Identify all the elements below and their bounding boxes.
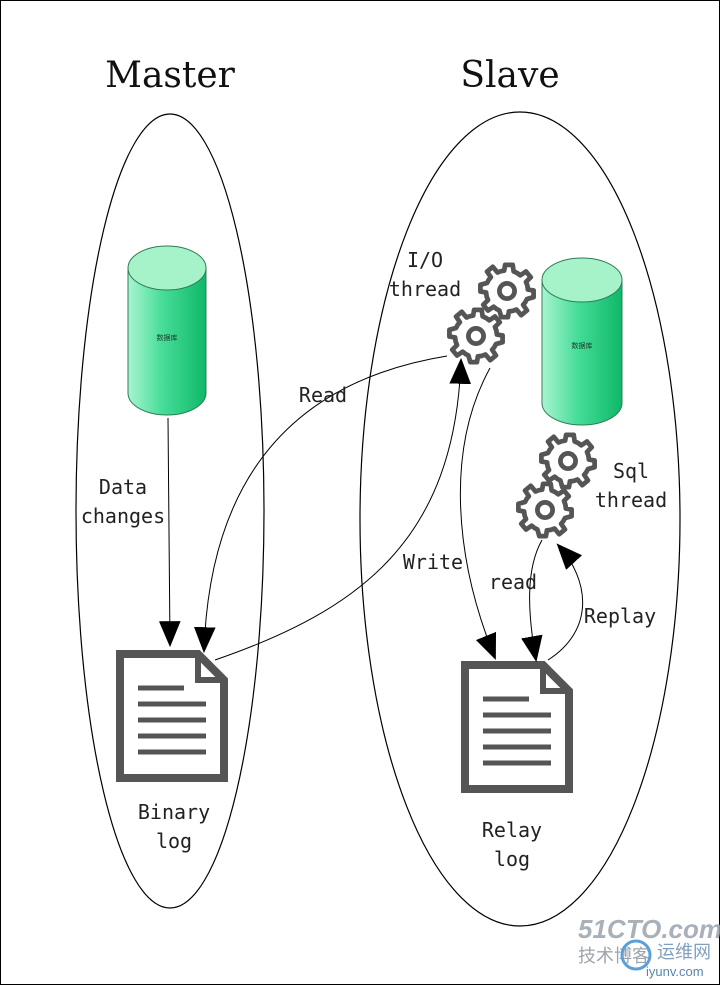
master-title: Master xyxy=(105,55,236,96)
relay-log-document-icon xyxy=(465,665,569,789)
read-arrow-label: Read xyxy=(299,383,347,407)
read-relay-arrow-label: read xyxy=(489,570,537,594)
write-arrow-label: Write xyxy=(403,550,463,574)
svg-text:log: log xyxy=(156,829,192,853)
master-database-label: 数据库 xyxy=(157,333,178,342)
watermark-url: iyunv.com xyxy=(646,964,704,979)
replay-arrow xyxy=(547,543,584,661)
watermark-ops: 运维网 xyxy=(657,942,711,963)
master-ellipse xyxy=(75,113,265,909)
watermark-logo: 51CTO.com 技术博客 运维网 iyunv.com xyxy=(578,914,720,979)
master-database-icon: 数据库 xyxy=(127,245,207,416)
svg-text:Sql: Sql xyxy=(613,459,649,483)
sql-thread-label: Sql thread xyxy=(595,459,667,512)
read-binlog-arrow xyxy=(193,355,448,654)
read-relay-arrow xyxy=(521,539,543,663)
slave-database-label: 数据库 xyxy=(572,341,593,350)
svg-text:log: log xyxy=(494,847,530,871)
data-changes-label: Data changes xyxy=(81,475,165,528)
watermark-circle-icon xyxy=(620,939,652,971)
relay-log-label: Relay log xyxy=(482,818,542,871)
data-changes-arrow xyxy=(158,417,181,648)
slave-title: Slave xyxy=(460,55,559,96)
binary-log-document-icon xyxy=(120,654,224,778)
write-relay-arrow xyxy=(459,367,497,661)
watermark-blog: 技术博客 xyxy=(578,946,650,967)
svg-text:changes: changes xyxy=(81,504,165,528)
replay-arrow-label: Replay xyxy=(584,604,656,628)
slave-ellipse xyxy=(359,111,681,927)
io-thread-label: I/O thread xyxy=(389,248,461,301)
svg-text:thread: thread xyxy=(595,488,667,512)
svg-text:Relay: Relay xyxy=(482,818,542,842)
io-thread-gear-icon xyxy=(449,265,533,362)
svg-text:Binary: Binary xyxy=(138,800,210,824)
sql-thread-gear-icon xyxy=(518,435,594,536)
svg-text:Data: Data xyxy=(99,475,147,499)
svg-text:thread: thread xyxy=(389,277,461,301)
binary-log-label: Binary log xyxy=(138,800,210,853)
binlog-to-io-arrow xyxy=(214,357,472,661)
watermark-site: 51CTO.com xyxy=(578,914,720,944)
slave-database-icon: 数据库 xyxy=(541,257,623,426)
svg-text:I/O: I/O xyxy=(407,248,443,272)
